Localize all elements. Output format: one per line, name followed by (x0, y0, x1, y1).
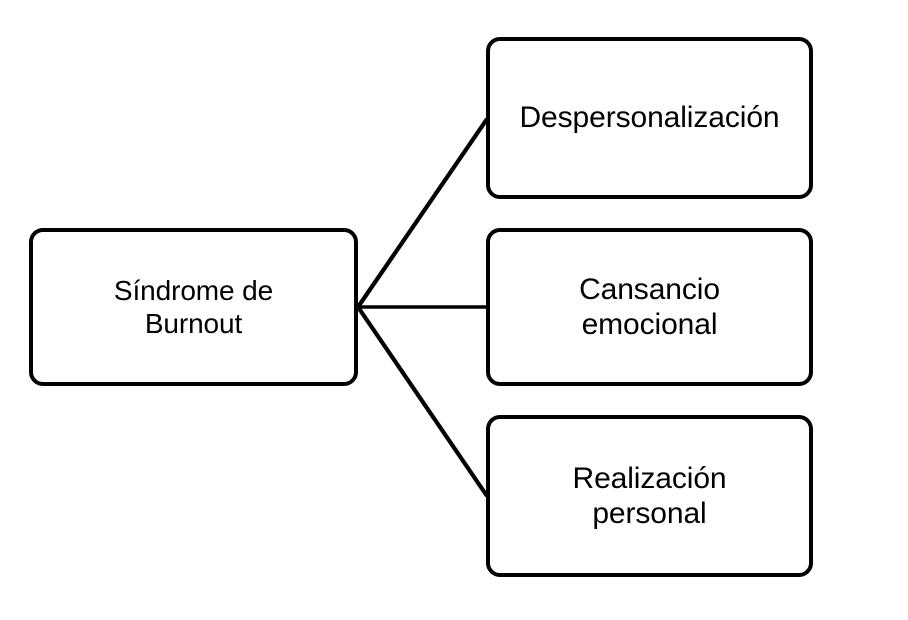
connector-root-to-realizacion (356, 305, 489, 498)
node-label-despersonalizacion: Despersonalización (519, 101, 780, 135)
node-label-cansancio-emocional: Cansancio emocional (579, 272, 720, 341)
node-label-sindrome-de-burnout: Síndrome de Burnout (113, 274, 274, 339)
node-realizacion-personal[interactable]: Realización personal (486, 415, 813, 577)
node-sindrome-de-burnout[interactable]: Síndrome de Burnout (29, 228, 358, 386)
node-despersonalizacion[interactable]: Despersonalización (486, 37, 813, 199)
node-cansancio-emocional[interactable]: Cansancio emocional (486, 228, 813, 386)
connector-root-to-despersonalizacion (356, 117, 489, 309)
node-label-realizacion-personal: Realización personal (572, 461, 727, 530)
